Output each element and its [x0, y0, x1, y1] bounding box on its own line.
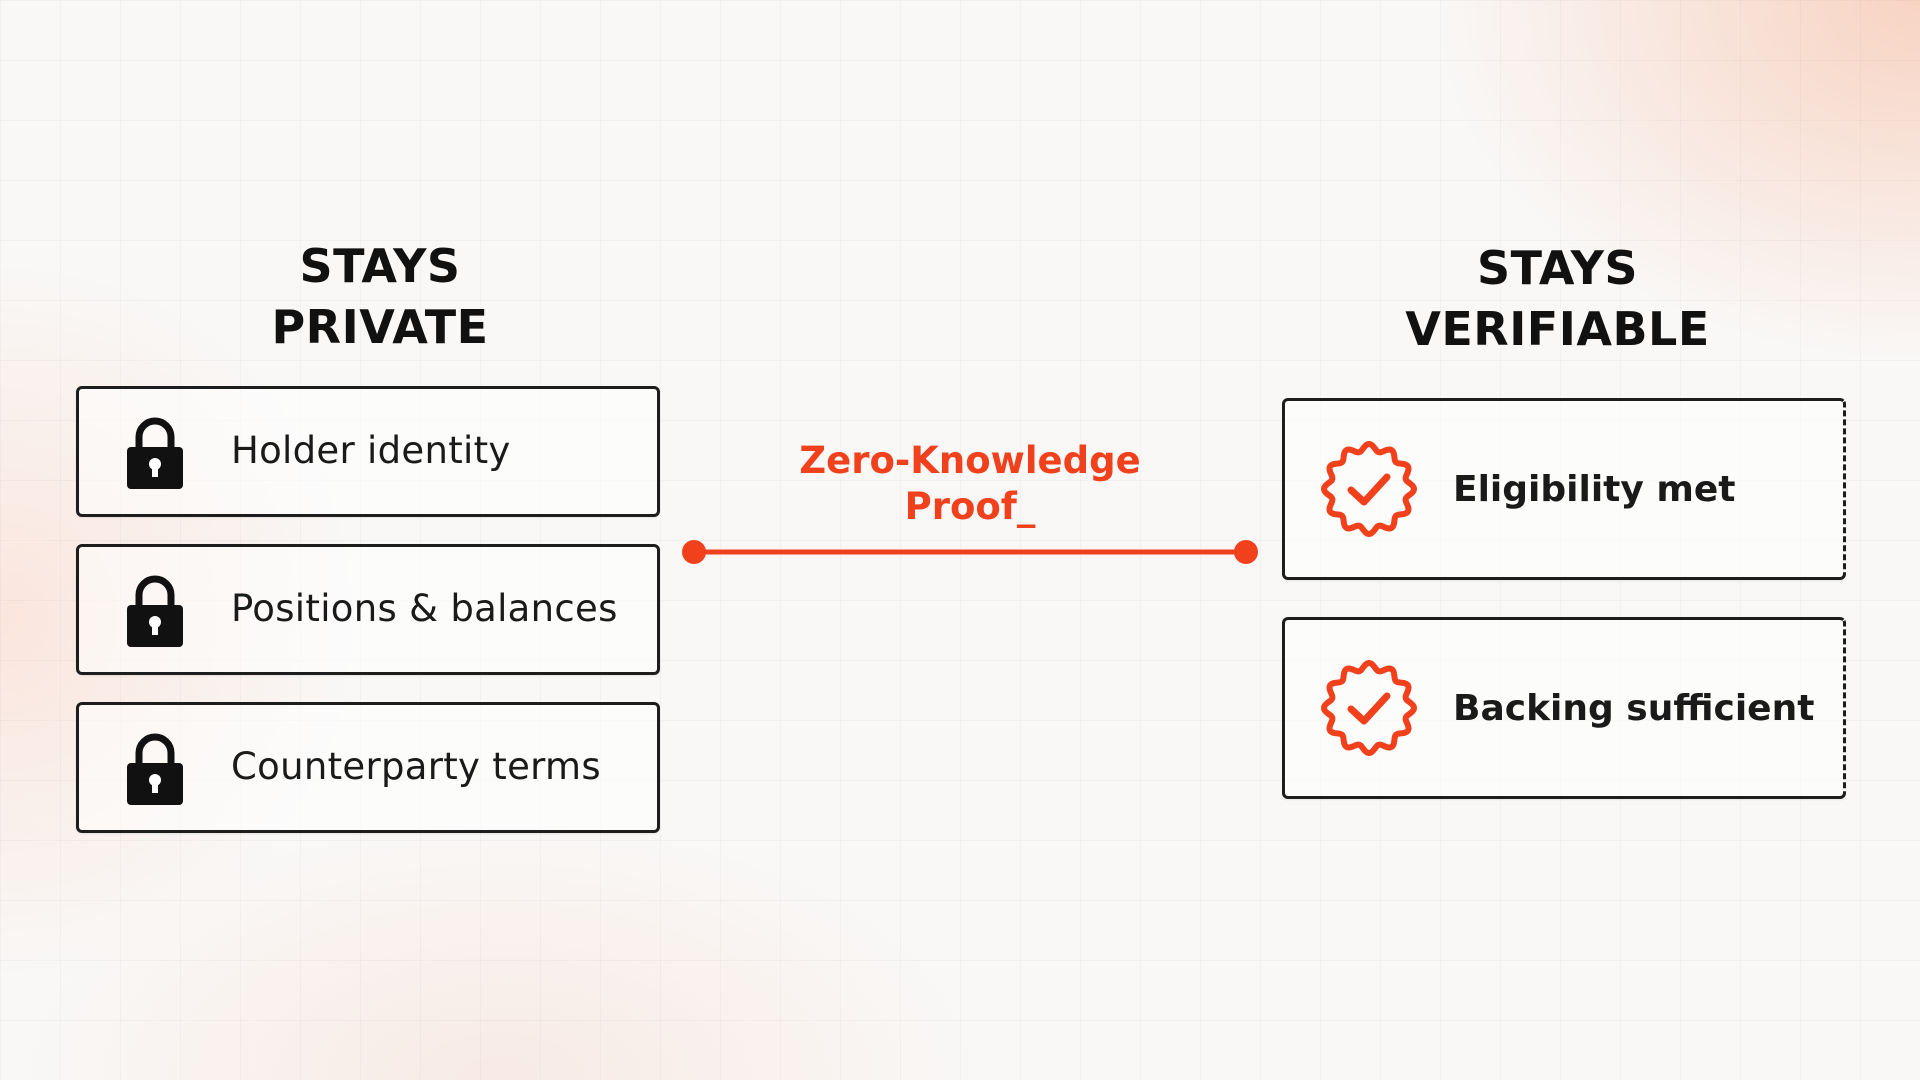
private-title-line2: PRIVATE: [271, 300, 489, 354]
private-card-holder-identity: Holder identity: [76, 386, 660, 517]
zk-label-line1: Zero-Knowledge: [799, 439, 1141, 482]
private-item-label: Holder identity: [231, 429, 511, 472]
lock-icon: [127, 733, 183, 805]
verifiable-item-label: Backing sufficient: [1453, 688, 1815, 729]
verifiable-column-title: STAYS VERIFIABLE: [1380, 238, 1735, 360]
private-card-positions-balances: Positions & balances: [76, 544, 660, 675]
verified-badge-icon: [1321, 660, 1417, 756]
private-card-counterparty-terms: Counterparty terms: [76, 702, 660, 833]
verified-badge-icon: [1321, 441, 1417, 537]
lock-icon: [127, 575, 183, 647]
private-title-line1: STAYS: [299, 239, 461, 293]
connector-start-dot: [682, 540, 706, 564]
private-column-title: STAYS PRIVATE: [230, 236, 530, 358]
zk-label-line2: Proof_: [904, 485, 1036, 528]
lock-icon: [127, 417, 183, 489]
verifiable-item-label: Eligibility met: [1453, 469, 1736, 510]
verifiable-title-line1: STAYS: [1476, 241, 1639, 295]
verifiable-card-backing: Backing sufficient: [1282, 617, 1846, 799]
verifiable-title-line2: VERIFIABLE: [1405, 302, 1710, 356]
proof-connector-line: [682, 540, 1258, 564]
private-item-label: Positions & balances: [231, 587, 618, 630]
verifiable-card-eligibility: Eligibility met: [1282, 398, 1846, 580]
private-item-label: Counterparty terms: [231, 745, 601, 788]
connector-end-dot: [1234, 540, 1258, 564]
zero-knowledge-proof-label: Zero-Knowledge Proof_: [760, 438, 1180, 530]
